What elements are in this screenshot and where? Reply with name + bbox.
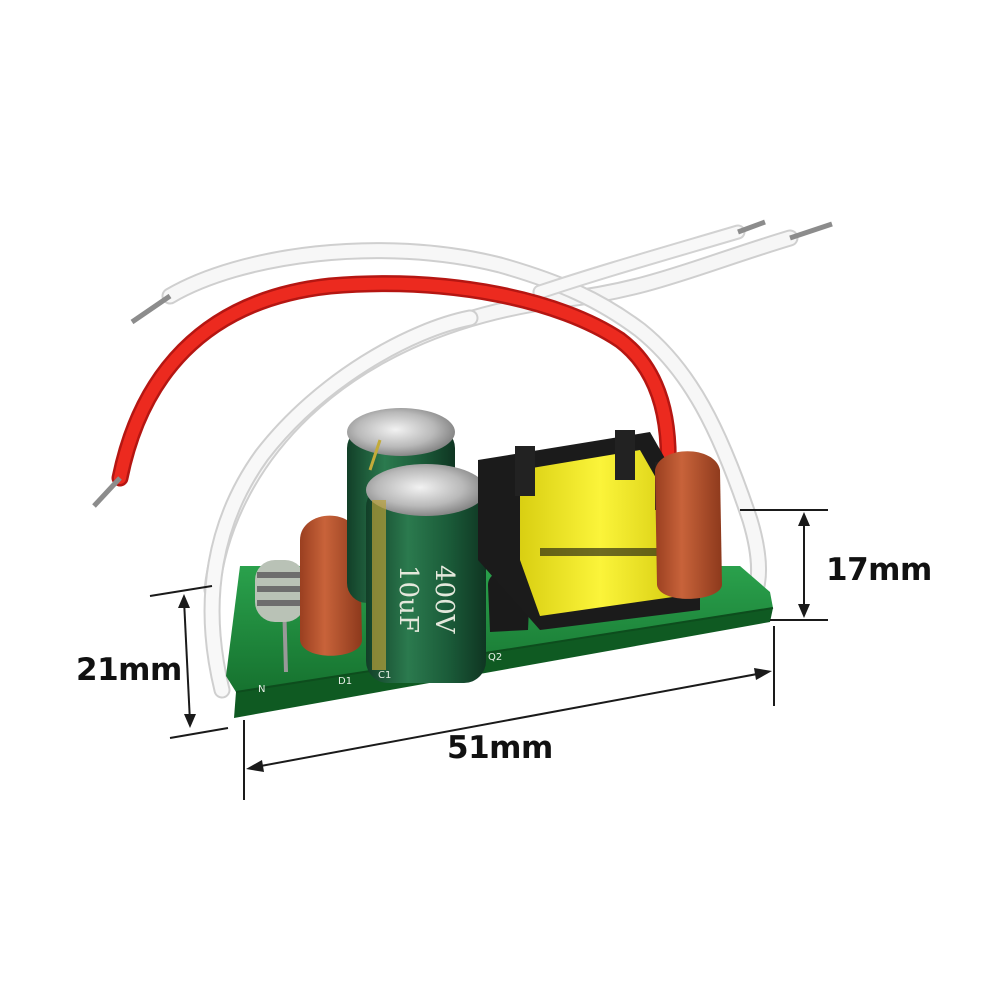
film-capacitor-left [300, 515, 362, 656]
resistor [255, 560, 305, 673]
silkscreen-q2: Q2 [488, 652, 502, 663]
silkscreen-c1: C1 [378, 670, 391, 681]
dimension-label-21mm: 21mm [76, 652, 182, 688]
white-wire-upper [130, 242, 767, 609]
film-capacitor-right [655, 451, 722, 599]
capacitor-value-text: 10uF [393, 565, 423, 633]
white-wire-front-left [203, 309, 479, 699]
silkscreen-d1: D1 [338, 676, 352, 687]
capacitor-voltage-text: 400V [429, 565, 459, 635]
dimension-label-17mm: 17mm [826, 552, 932, 588]
electrolytic-capacitor-front: 10uF 400V [366, 464, 486, 683]
silkscreen-n: N [258, 684, 265, 695]
pcb-silkscreen: N D1 C1 Q2 [258, 652, 502, 695]
dimension-label-51mm: 51mm [447, 730, 553, 766]
white-wire-right-top [532, 219, 766, 300]
red-wire [92, 275, 677, 508]
dimension-lines [149, 509, 828, 800]
